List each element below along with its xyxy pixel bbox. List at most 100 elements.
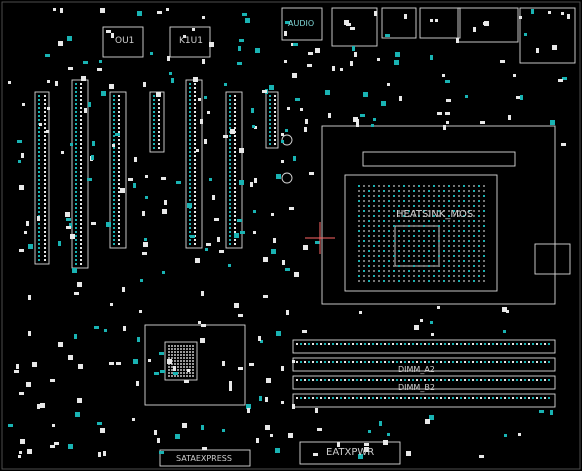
pad: [473, 230, 475, 232]
dimm-a2-label: DIMM_A2: [398, 365, 435, 374]
pad: [300, 108, 303, 111]
pad: [516, 96, 521, 99]
pad: [380, 343, 382, 345]
pad: [381, 101, 386, 106]
rear-io-block-5: [519, 7, 576, 64]
pad: [189, 360, 191, 362]
pad: [408, 230, 410, 232]
pad: [153, 135, 155, 137]
pad: [384, 343, 386, 345]
pad: [44, 171, 46, 173]
pad: [408, 275, 410, 277]
pad: [75, 191, 77, 193]
pad: [448, 397, 450, 399]
pad: [194, 211, 196, 213]
pad: [80, 195, 82, 197]
pad: [110, 303, 113, 306]
pad: [103, 451, 106, 456]
pad: [358, 220, 360, 222]
pad: [113, 207, 115, 209]
pad: [174, 357, 176, 359]
pad: [424, 379, 426, 381]
pad: [153, 131, 155, 133]
pad: [428, 270, 430, 272]
pad: [368, 265, 370, 267]
pad: [44, 99, 46, 101]
pad: [473, 215, 475, 217]
pad: [388, 270, 390, 272]
pad: [194, 199, 196, 201]
pad: [396, 343, 398, 345]
pad: [408, 240, 410, 242]
pad: [448, 379, 450, 381]
pad: [186, 366, 188, 368]
pad: [388, 265, 390, 267]
pad: [194, 83, 196, 85]
pad: [113, 163, 115, 165]
pad: [224, 83, 227, 86]
pad: [38, 207, 40, 209]
pad: [229, 235, 231, 237]
pad: [32, 362, 37, 367]
pad: [463, 225, 465, 227]
pad: [38, 167, 40, 169]
pad: [75, 239, 77, 241]
pad: [176, 181, 181, 184]
pad: [540, 379, 542, 381]
pad: [229, 191, 231, 193]
pad: [153, 95, 155, 97]
pad: [189, 354, 191, 356]
pad: [463, 245, 465, 247]
pad: [473, 195, 475, 197]
pad: [38, 143, 40, 145]
pad: [234, 211, 236, 213]
pad: [364, 343, 366, 345]
pad: [158, 139, 160, 141]
pad: [453, 190, 455, 192]
pad: [433, 260, 435, 262]
pad: [194, 99, 196, 101]
pad: [463, 265, 465, 267]
pad: [548, 379, 550, 381]
pad: [234, 199, 236, 201]
pad: [80, 107, 82, 109]
pad: [458, 270, 460, 272]
pad: [194, 239, 196, 241]
pad: [443, 245, 445, 247]
pad: [174, 348, 176, 350]
pad: [269, 99, 271, 101]
pad: [158, 107, 160, 109]
pad: [75, 223, 77, 225]
pad: [118, 103, 120, 105]
pad: [562, 77, 567, 80]
pad: [189, 131, 191, 133]
pad: [384, 379, 386, 381]
pad: [433, 265, 435, 267]
pad: [444, 343, 446, 345]
pad: [340, 397, 342, 399]
pad: [423, 250, 425, 252]
pad: [393, 190, 395, 192]
pad: [234, 147, 236, 149]
pad: [75, 115, 77, 117]
pad: [183, 372, 185, 374]
pad: [413, 215, 415, 217]
pad: [44, 255, 46, 257]
pad: [473, 280, 475, 282]
pad: [413, 225, 415, 227]
pad: [168, 375, 170, 377]
pad: [324, 379, 326, 381]
pad: [180, 354, 182, 356]
pad: [378, 260, 380, 262]
pad: [183, 360, 185, 362]
pad: [393, 225, 395, 227]
pad: [80, 263, 82, 265]
pad: [40, 403, 45, 408]
pad: [234, 239, 236, 241]
pad: [113, 219, 115, 221]
pad: [438, 240, 440, 242]
pad: [403, 215, 405, 217]
pad: [413, 280, 415, 282]
pad: [428, 255, 430, 257]
